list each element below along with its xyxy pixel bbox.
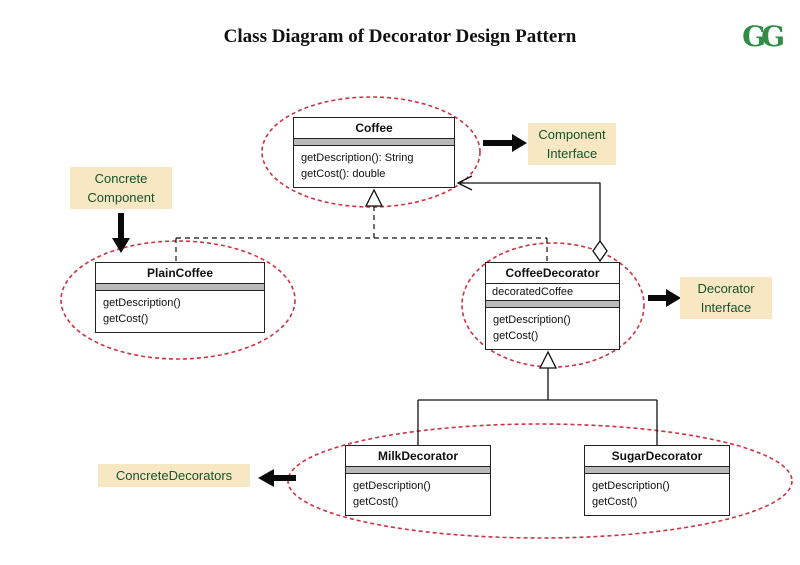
decorator-interface-arrow-icon <box>648 289 681 307</box>
realization-lines <box>175 206 548 262</box>
label-component-interface: Component Interface <box>528 123 616 165</box>
realization-triangle-icon <box>364 188 384 207</box>
label-line: Concrete <box>94 171 148 186</box>
class-sugardecorator: SugarDecorator getDescription() getCost(… <box>584 445 730 516</box>
label-line: Interface <box>700 300 752 315</box>
concrete-decorators-arrow-icon <box>258 469 296 487</box>
class-coffee-name: Coffee <box>294 118 454 139</box>
plaincoffee-group-ellipse <box>60 240 296 360</box>
class-sugardecorator-name: SugarDecorator <box>585 446 729 467</box>
plaincoffee-attributes-compartment <box>96 284 264 291</box>
class-plaincoffee-name: PlainCoffee <box>96 263 264 284</box>
class-plaincoffee: PlainCoffee getDescription() getCost() <box>95 262 265 333</box>
class-coffeedecorator-name: CoffeeDecorator <box>486 263 619 284</box>
label-concrete-component: Concrete Component <box>70 167 172 209</box>
attribute: decoratedCoffee <box>486 284 619 301</box>
class-milkdecorator-name: MilkDecorator <box>346 446 490 467</box>
coffee-attributes-compartment <box>294 139 454 146</box>
label-line: Component <box>538 127 606 142</box>
label-line: Component <box>87 190 155 205</box>
inheritance-triangle-icon <box>538 350 558 369</box>
method: getCost() <box>493 330 539 342</box>
method: getCost(): double <box>301 168 386 180</box>
label-line: ConcreteDecorators <box>115 468 233 483</box>
method: getDescription() <box>592 480 670 492</box>
label-concrete-decorators: ConcreteDecorators <box>98 464 250 487</box>
concrete-component-arrow-icon <box>112 213 130 253</box>
method: getDescription() <box>493 314 571 326</box>
sugardecorator-methods: getDescription() getCost() <box>585 474 729 515</box>
component-interface-arrow-icon <box>483 134 527 152</box>
page-title: Class Diagram of Decorator Design Patter… <box>223 26 577 47</box>
coffee-methods: getDescription(): String getCost(): doub… <box>294 146 454 187</box>
plaincoffee-methods: getDescription() getCost() <box>96 291 264 332</box>
method: getDescription(): String <box>301 152 414 164</box>
milkdecorator-attributes-compartment <box>346 467 490 474</box>
class-milkdecorator: MilkDecorator getDescription() getCost() <box>345 445 491 516</box>
label-line: Interface <box>546 146 598 161</box>
geeksforgeeks-logo-icon: GG <box>742 20 785 53</box>
coffeedecorator-separator <box>486 301 619 308</box>
coffee-group-ellipse <box>261 96 481 208</box>
method: getDescription() <box>353 480 431 492</box>
milkdecorator-methods: getDescription() getCost() <box>346 474 490 515</box>
aggregation-arrowhead-icon <box>456 175 473 191</box>
inheritance-lines <box>417 368 658 445</box>
method: getCost() <box>353 496 399 508</box>
label-decorator-interface: Decorator Interface <box>680 277 772 319</box>
class-coffee: Coffee getDescription(): String getCost(… <box>293 117 455 188</box>
method: getDescription() <box>103 297 181 309</box>
aggregation-diamond-icon <box>592 239 608 263</box>
method: getCost() <box>592 496 638 508</box>
class-coffeedecorator: CoffeeDecorator decoratedCoffee getDescr… <box>485 262 620 350</box>
method: getCost() <box>103 313 149 325</box>
label-line: Decorator <box>697 281 755 296</box>
aggregation-line <box>460 182 601 241</box>
sugardecorator-attributes-compartment <box>585 467 729 474</box>
coffeedecorator-methods: getDescription() getCost() <box>486 308 619 349</box>
